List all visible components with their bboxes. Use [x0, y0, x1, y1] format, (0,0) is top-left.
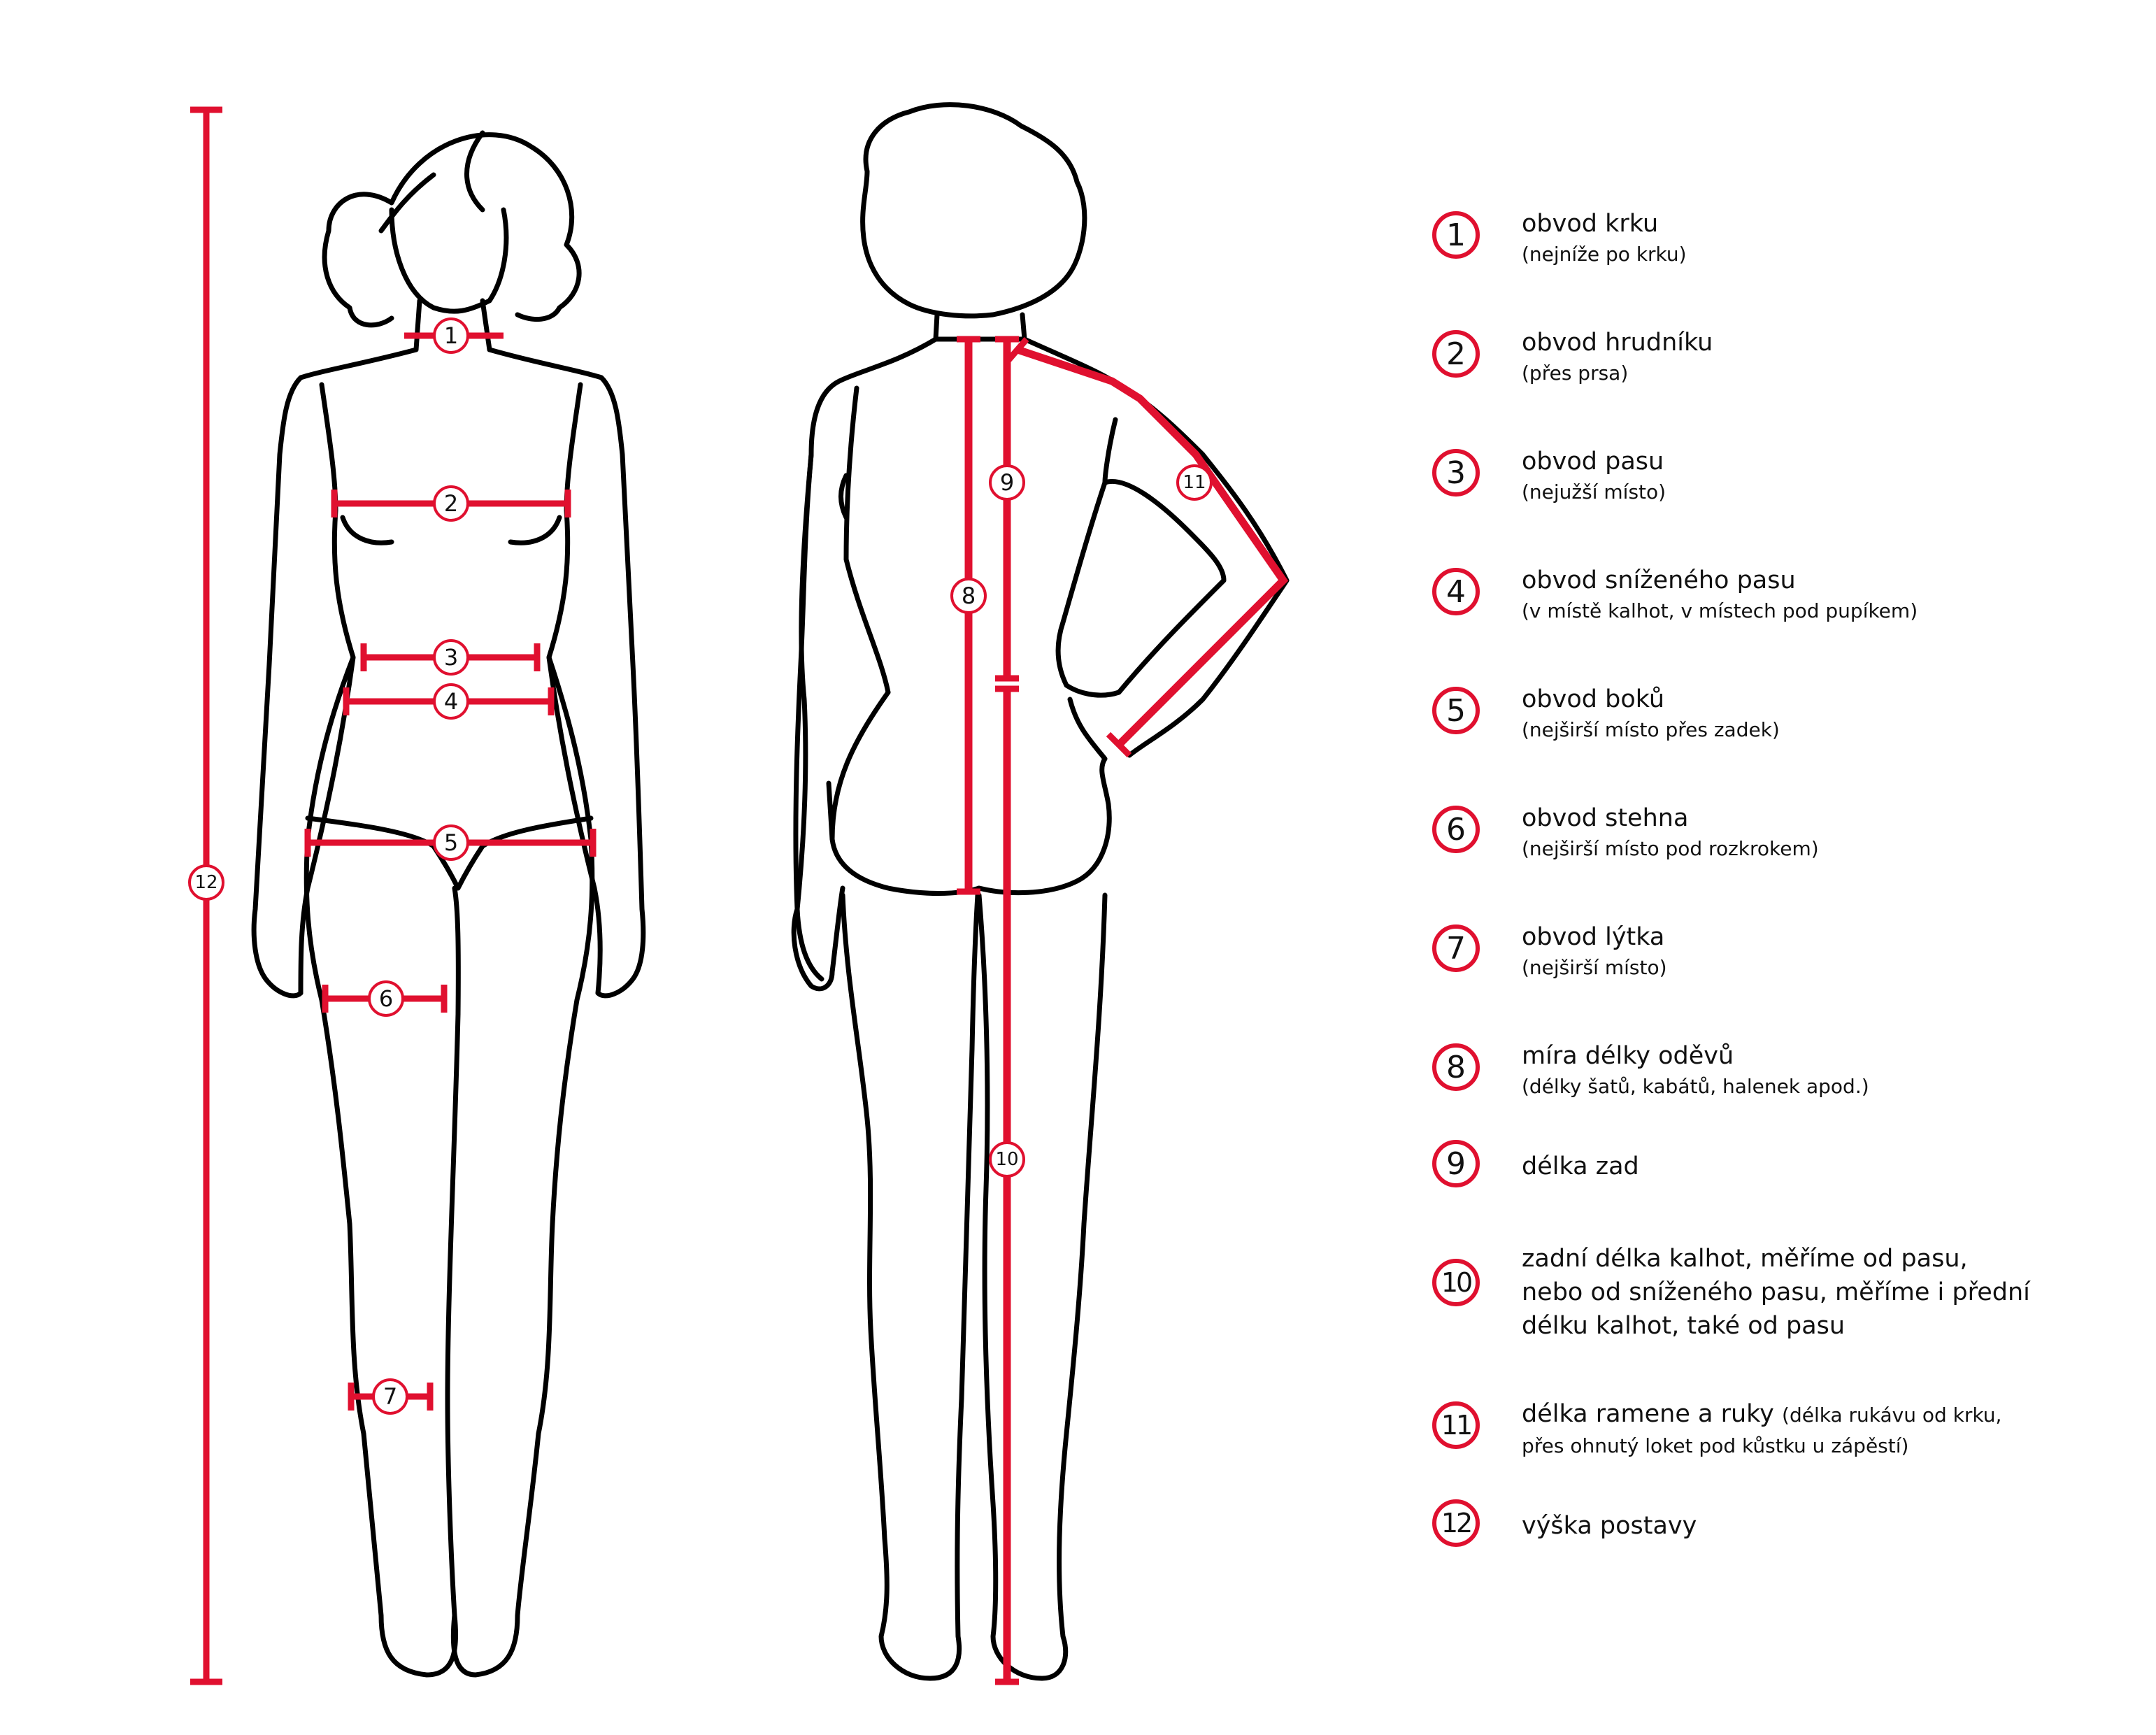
svg-text:12: 12 — [194, 872, 217, 893]
legend-title: obvod lýtka — [1522, 923, 1665, 951]
legend-badge: 1 — [1432, 211, 1480, 259]
marker-3: 3 — [433, 639, 469, 676]
svg-text:11: 11 — [1183, 472, 1206, 493]
legend-badge: 11 — [1432, 1401, 1480, 1449]
svg-text:8: 8 — [962, 583, 976, 609]
legend-badge: 12 — [1432, 1499, 1480, 1547]
legend-title-line2: nebo od sníženého pasu, měříme i přední — [1522, 1278, 2030, 1306]
legend-badge: 5 — [1432, 687, 1480, 734]
legend-badge: 2 — [1432, 330, 1480, 378]
svg-text:2: 2 — [444, 490, 458, 517]
marker-11: 11 — [1176, 464, 1213, 501]
front-figure — [251, 130, 646, 1678]
legend-subtitle: (délky šatů, kabátů, halenek apod.) — [1522, 1075, 1869, 1098]
legend-subtitle: (nejširší místo) — [1522, 956, 1667, 979]
svg-text:9: 9 — [1000, 469, 1014, 496]
legend-title: délka zad — [1522, 1152, 1639, 1180]
legend-badge: 9 — [1432, 1140, 1480, 1187]
legend-subtitle: (přes prsa) — [1522, 362, 1629, 385]
svg-text:3: 3 — [444, 644, 458, 671]
legend-subtitle: přes ohnutý loket pod kůstku u zápěstí) — [1522, 1434, 1909, 1457]
legend-title-line3: délku kalhot, také od pasu — [1522, 1312, 1846, 1340]
legend-title: obvod stehna — [1522, 804, 1689, 832]
legend-title: míra délky oděvů — [1522, 1042, 1734, 1070]
marker-9: 9 — [989, 464, 1025, 501]
svg-text:4: 4 — [444, 688, 458, 715]
legend-title: obvod hrudníku — [1522, 329, 1713, 357]
legend-subtitle: (nejširší místo pod rozkrokem) — [1522, 837, 1819, 860]
legend-badge: 10 — [1432, 1259, 1480, 1306]
legend-title: délka ramene a ruky — [1522, 1400, 1774, 1428]
svg-text:10: 10 — [995, 1149, 1018, 1170]
legend-badge: 7 — [1432, 924, 1480, 972]
marker-5: 5 — [433, 824, 469, 861]
svg-text:1: 1 — [444, 322, 458, 349]
legend-badge: 4 — [1432, 568, 1480, 615]
svg-text:7: 7 — [383, 1383, 397, 1410]
legend-title: obvod boků — [1522, 685, 1665, 713]
legend-subtitle: (nejníže po krku) — [1522, 243, 1687, 266]
legend-title: obvod pasu — [1522, 448, 1664, 476]
back-figure — [791, 102, 1290, 1681]
svg-text:6: 6 — [379, 985, 393, 1012]
marker-4: 4 — [433, 683, 469, 720]
legend-title: obvod krku — [1522, 210, 1659, 238]
marker-10: 10 — [989, 1141, 1025, 1178]
legend-subtitle: (nejširší místo přes zadek) — [1522, 718, 1780, 741]
legend-title: zadní délka kalhot, měříme od pasu, — [1522, 1245, 1968, 1273]
legend-subtitle: (v místě kalhot, v místech pod pupíkem) — [1522, 599, 1918, 622]
legend-inline-subtitle: (délka rukávu od krku, — [1782, 1404, 2002, 1427]
legend-badge: 6 — [1432, 806, 1480, 853]
svg-text:5: 5 — [444, 829, 458, 856]
legend-subtitle: (nejužší místo) — [1522, 480, 1666, 504]
marker-1: 1 — [433, 317, 469, 354]
marker-8: 8 — [950, 578, 987, 614]
legend-title: obvod sníženého pasu — [1522, 566, 1796, 594]
marker-12: 12 — [188, 864, 224, 901]
marker-2: 2 — [433, 485, 469, 522]
legend-badge: 3 — [1432, 449, 1480, 497]
legend-badge: 8 — [1432, 1043, 1480, 1091]
legend-title: výška postavy — [1522, 1512, 1697, 1540]
marker-6: 6 — [368, 980, 404, 1017]
marker-7: 7 — [372, 1378, 408, 1415]
back-measure-lines — [957, 336, 1289, 1685]
